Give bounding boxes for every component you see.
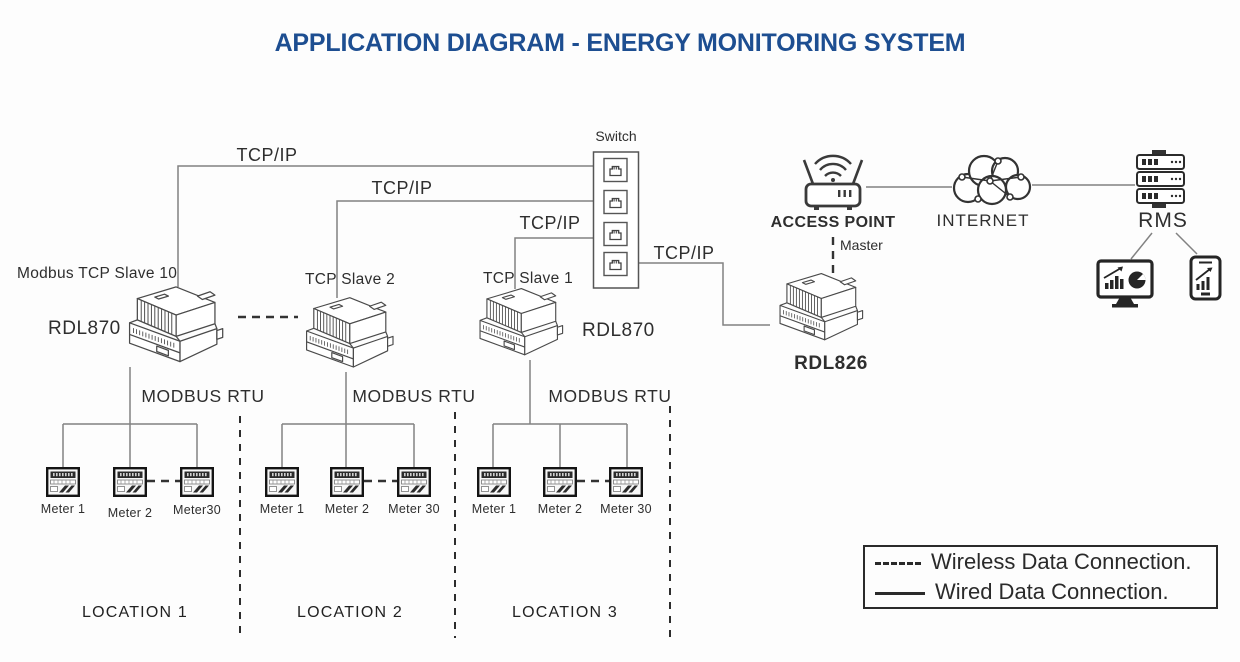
tcpip-label-3: TCP/IP — [519, 213, 581, 233]
rdl870-icon-1 — [128, 286, 224, 363]
internet-cloud-icon — [952, 154, 1032, 206]
monitor-icon — [1096, 259, 1154, 308]
smartphone-icon — [1189, 255, 1222, 301]
location-label-2: LOCATION 2 — [297, 604, 403, 621]
dashed-line-sample — [875, 561, 921, 565]
meter-label: Meter30 — [173, 503, 221, 517]
meter-label: Meter 2 — [537, 502, 583, 516]
rdl870-label-1: RDL870 — [48, 318, 121, 339]
tcpip-label-4: TCP/IP — [653, 243, 715, 263]
meter-label: Meter 2 — [324, 502, 370, 516]
wired-connection-lines — [62, 165, 1198, 467]
modbus-rtu-label-1: MODBUS RTU — [141, 386, 265, 406]
rj45-port-icon — [603, 251, 628, 277]
meter-icon — [477, 467, 511, 497]
internet-label: INTERNET — [936, 211, 1030, 230]
legend-box: Wireless Data Connection. Wired Data Con… — [863, 545, 1218, 609]
location-label-3: LOCATION 3 — [512, 604, 618, 621]
rdl870-label-3: RDL870 — [582, 320, 655, 341]
meter-label: Meter 30 — [388, 502, 440, 516]
modbus-rtu-label-2: MODBUS RTU — [352, 386, 476, 406]
master-label: Master — [840, 237, 883, 253]
switch-label: Switch — [595, 128, 637, 144]
page-title: APPLICATION DIAGRAM - ENERGY MONITORING … — [274, 29, 966, 57]
meter-icon — [46, 467, 81, 497]
meter-icon — [543, 467, 577, 497]
rj45-port-icon — [603, 221, 628, 247]
meter-label: Meter 2 — [107, 506, 153, 520]
meter-label: Meter 1 — [40, 502, 86, 516]
location-label-1: LOCATION 1 — [82, 604, 188, 621]
modbus-rtu-label-3: MODBUS RTU — [548, 386, 672, 406]
rj45-port-icon — [603, 157, 628, 183]
server-stack-icon — [1136, 150, 1185, 208]
tcpip-label-2: TCP/IP — [371, 178, 433, 198]
rj45-port-icon — [603, 189, 628, 215]
slave-label-2: TCP Slave 2 — [305, 271, 396, 288]
access-point-label: ACCESS POINT — [770, 214, 896, 231]
rdl870-icon-2 — [306, 297, 394, 368]
meter-icon — [179, 467, 215, 497]
legend-row-wired: Wired Data Connection. — [875, 579, 1216, 605]
slave-label-3: TCP Slave 1 — [483, 270, 574, 287]
meter-icon — [112, 467, 148, 497]
rdl826-icon — [779, 273, 864, 341]
rdl826-label: RDL826 — [794, 353, 868, 374]
switch-icon — [592, 151, 640, 289]
wireless-dashed-lines — [147, 237, 835, 483]
rdl870-icon-3 — [479, 288, 564, 356]
legend-row-wireless: Wireless Data Connection. — [875, 549, 1216, 575]
meter-label: Meter 30 — [600, 502, 652, 516]
meter-icon — [265, 467, 299, 497]
legend-wired-label: Wired Data Connection. — [935, 579, 1169, 604]
meter-icon — [330, 467, 364, 497]
legend-wireless-label: Wireless Data Connection. — [931, 549, 1192, 574]
wifi-icon — [814, 154, 852, 182]
tcpip-label-1: TCP/IP — [236, 145, 298, 165]
rms-label: RMS — [1138, 209, 1188, 232]
slave-label-1: Modbus TCP Slave 10 — [17, 265, 178, 282]
solid-line-sample — [875, 591, 925, 595]
meter-icon — [397, 467, 431, 497]
meter-icon — [609, 467, 643, 497]
meter-label: Meter 1 — [471, 502, 517, 516]
meter-icons — [46, 467, 643, 497]
access-point-icon — [802, 154, 864, 210]
location-separator-lines — [239, 406, 671, 640]
meter-label: Meter 1 — [259, 502, 305, 516]
